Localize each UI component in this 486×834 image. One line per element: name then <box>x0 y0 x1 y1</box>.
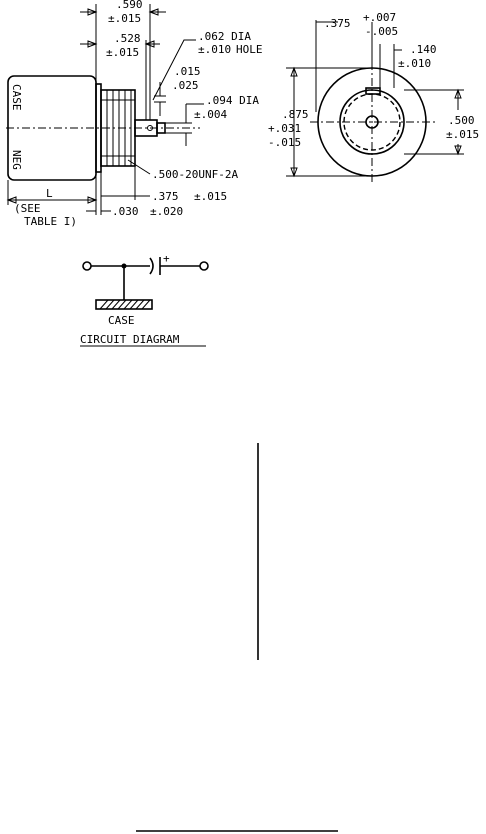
dim-hole-word: HOLE <box>236 43 263 56</box>
circuit-case-label: CASE <box>108 314 135 327</box>
dim-375-tol: ±.015 <box>194 190 227 203</box>
terminal-hole <box>147 125 153 131</box>
dim-375-plus: +.007 <box>363 11 396 24</box>
dim-062-tol: ±.010 <box>198 43 231 56</box>
circuit-title: CIRCUIT DIAGRAM <box>80 333 180 346</box>
dim-590: .590 <box>116 0 143 11</box>
dim-875: .875 <box>282 108 309 121</box>
terminal-left <box>82 261 92 271</box>
label-case-vertical: CASE <box>10 84 23 111</box>
dim-030-tol: ±.020 <box>150 205 183 218</box>
dim-015: .015 <box>174 65 201 78</box>
capacitor-curved-plate <box>149 257 154 275</box>
terminal-right <box>199 261 209 271</box>
dim-025: .025 <box>172 79 199 92</box>
dim-375-offset: .375 <box>324 17 351 30</box>
thread-callout: .500-20UNF-2A <box>152 168 238 181</box>
dim-140: .140 <box>410 43 437 56</box>
slot-top <box>365 87 381 95</box>
terminal-tip <box>156 122 166 134</box>
dim-590-tol: ±.015 <box>108 12 141 25</box>
circuit-diagram: + CASE CIRCUIT DIAGRAM <box>80 252 209 347</box>
dim-375-minus: -.005 <box>365 25 398 38</box>
end-view: .375 +.007 -.005 .140 ±.010 .875 +.031 -… <box>268 11 481 182</box>
label-L: L <box>46 187 53 200</box>
dim-140-tol: ±.010 <box>398 57 431 70</box>
label-neg-vertical: NEG <box>10 150 23 170</box>
dim-030: .030 <box>112 205 139 218</box>
label-table: TABLE I) <box>24 215 77 228</box>
dim-875-plus: +.031 <box>268 122 301 135</box>
dim-500-tol: ±.015 <box>446 128 479 141</box>
dim-528: .528 <box>114 32 141 45</box>
dim-528-tol: ±.015 <box>106 46 139 59</box>
dim-500: .500 <box>448 114 475 127</box>
polarity-mark: + <box>163 252 170 265</box>
dim-875-minus: -.015 <box>268 136 301 149</box>
label-see: (SEE <box>14 202 41 215</box>
dim-094: .094 DIA <box>206 94 259 107</box>
dim-062-hole: .062 DIA <box>198 30 251 43</box>
dim-375-bottom: .375 <box>152 190 179 203</box>
side-view: .590 ±.015 .528 ±.015 .062 DIA ±.010 HOL… <box>6 0 263 228</box>
dim-094-tol: ±.004 <box>194 108 227 121</box>
